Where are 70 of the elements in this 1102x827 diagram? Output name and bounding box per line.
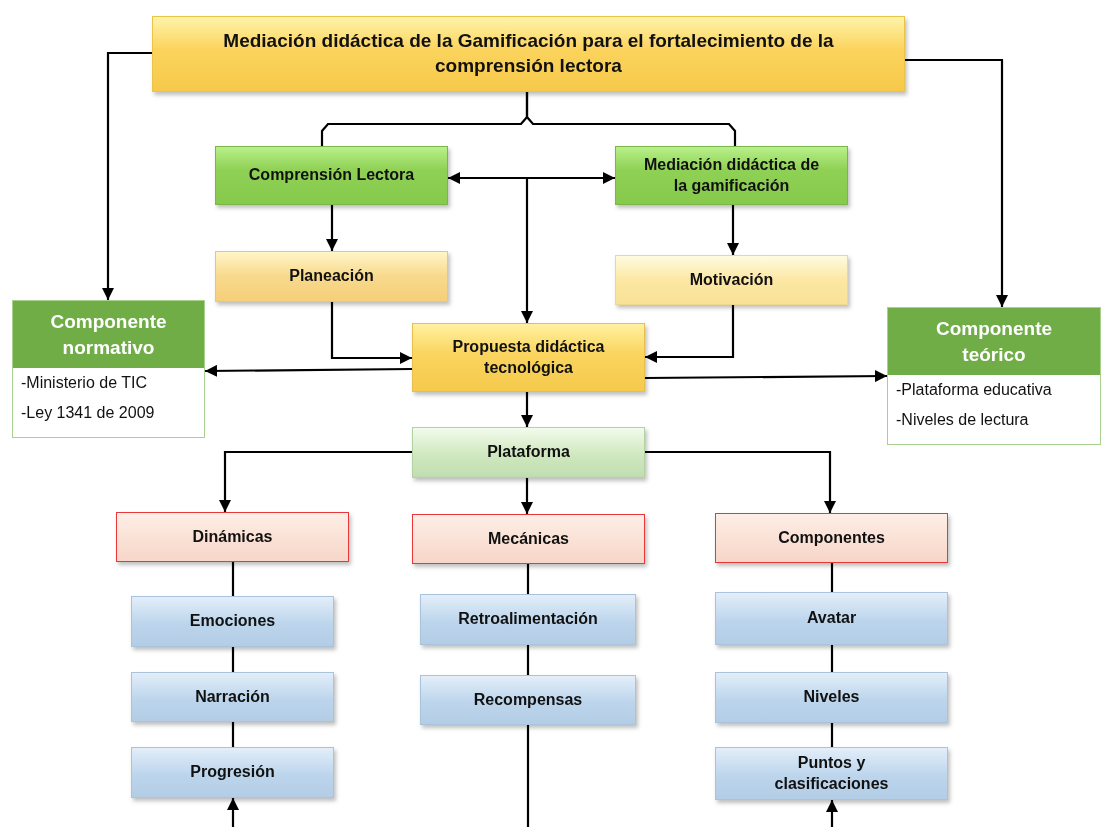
component-card	[887, 307, 1101, 445]
box-label: Dinámicas	[191, 526, 274, 547]
element-box	[420, 594, 636, 645]
connector-line	[830, 563, 834, 592]
connector-line	[830, 645, 834, 672]
arrow	[521, 478, 533, 514]
element-box	[420, 675, 636, 725]
card-item: -Niveles de lectura	[895, 410, 1030, 431]
box-label: Planeación	[288, 266, 375, 287]
box-label: Recompensas	[472, 689, 584, 710]
box-label: Propuesta didáctica tecnológica	[451, 336, 606, 378]
category-box	[116, 512, 349, 562]
category-box	[715, 513, 948, 563]
card-item: -Plataforma educativa	[895, 380, 1053, 401]
arrow	[330, 302, 412, 364]
concept-box	[215, 251, 448, 302]
element-box	[715, 672, 948, 723]
arrow	[326, 205, 338, 251]
box-label: Plataforma	[486, 442, 571, 463]
concept-box	[615, 146, 848, 205]
arrow	[219, 450, 412, 512]
arrow	[645, 450, 836, 513]
box-label: Mediación didáctica de la Gamificación para el fortalecimiento de la comprensión lectora	[222, 29, 835, 78]
element-box	[715, 747, 948, 800]
connector-line	[526, 564, 530, 594]
element-box	[131, 672, 334, 722]
arrow	[102, 51, 152, 300]
box-label: Motivación	[688, 269, 775, 290]
connector-line	[526, 645, 530, 675]
arrow	[826, 800, 838, 827]
arrow	[227, 798, 239, 827]
element-box	[131, 596, 334, 647]
arrow	[448, 172, 615, 184]
box-label: Mecánicas	[487, 528, 570, 549]
box-label: Puntos y clasificaciones	[773, 752, 890, 794]
arrow	[205, 364, 412, 377]
box-label: Componentes	[777, 527, 886, 548]
proposal-box	[412, 323, 645, 392]
arrow	[645, 305, 735, 363]
arrow	[727, 205, 739, 255]
arrow	[645, 370, 887, 383]
box-label: Avatar	[805, 608, 858, 629]
card-heading: Componente normativo	[13, 301, 204, 369]
card-heading: Componente teórico	[888, 308, 1100, 376]
element-box	[131, 747, 334, 798]
box-label: Retroalimentación	[457, 609, 599, 630]
element-box	[715, 592, 948, 645]
box-label: Niveles	[802, 687, 861, 708]
concept-box	[615, 255, 848, 305]
connector-line	[830, 723, 834, 747]
box-label: Mediación didáctica de la gamificación	[642, 154, 821, 196]
arrow	[905, 58, 1008, 307]
card-item: -Ministerio de TIC	[20, 373, 148, 394]
box-label: Progresión	[189, 762, 276, 783]
platform-box	[412, 427, 645, 478]
connector-line	[526, 725, 530, 827]
category-box	[412, 514, 645, 564]
box-label: Comprensión Lectora	[247, 165, 416, 186]
title-box	[152, 16, 905, 92]
component-card	[12, 300, 205, 438]
concept-box	[215, 146, 448, 205]
connector-line	[525, 92, 737, 146]
connector-line	[231, 562, 235, 596]
connector-line	[231, 647, 235, 672]
card-item: -Ley 1341 de 2009	[20, 403, 156, 424]
arrow	[521, 392, 533, 427]
box-label: Narración	[194, 686, 271, 707]
box-label: Emociones	[188, 611, 277, 632]
connector-line	[231, 722, 235, 747]
arrow	[521, 178, 533, 323]
